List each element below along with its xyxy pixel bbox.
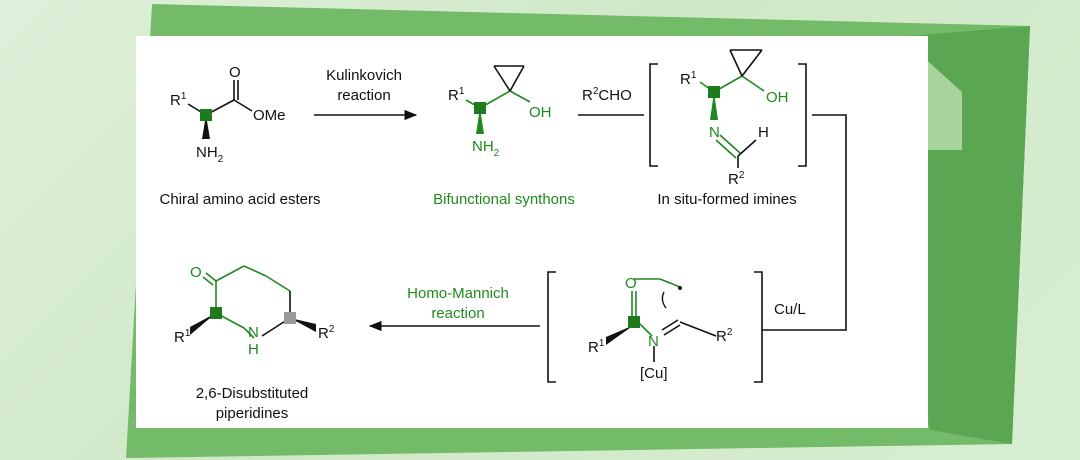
scheme-panel: R1 O OMe NH2 Chiral amino acid esters Ku… bbox=[136, 36, 928, 428]
piperidine-caption-line2: piperidines bbox=[216, 405, 289, 422]
bond bbox=[729, 49, 743, 77]
bond bbox=[679, 321, 717, 337]
bond bbox=[265, 275, 291, 292]
bond bbox=[741, 75, 765, 92]
right-bracket bbox=[798, 63, 807, 167]
imine-caption: In situ-formed imines bbox=[657, 191, 796, 208]
amino-ester-caption: Chiral amino acid esters bbox=[160, 191, 321, 208]
r1-label: R1 bbox=[448, 86, 465, 104]
bond bbox=[661, 319, 679, 331]
stereocenter-marker bbox=[628, 316, 640, 328]
cu-l-label: Cu/L bbox=[774, 301, 806, 318]
bond bbox=[639, 323, 653, 337]
wedge-bond bbox=[190, 313, 216, 335]
bond bbox=[243, 327, 255, 339]
bond bbox=[233, 99, 253, 112]
nh2-label: NH2 bbox=[472, 138, 500, 159]
radical-dot bbox=[678, 286, 682, 290]
oh-label: OH bbox=[766, 89, 789, 106]
carbonyl-o-label: O bbox=[229, 64, 241, 81]
bond bbox=[663, 324, 681, 336]
imine-black-bonds bbox=[729, 49, 763, 168]
bond bbox=[509, 65, 525, 92]
wedge-bond bbox=[290, 318, 316, 332]
imine-n-label: N bbox=[648, 333, 659, 350]
ring-h-label: H bbox=[248, 341, 259, 358]
left-bracket bbox=[649, 63, 658, 167]
synthon-caption: Bifunctional synthons bbox=[433, 191, 575, 208]
aldehyde-h-label: H bbox=[758, 124, 769, 141]
r2-label: R2 bbox=[716, 327, 733, 345]
nh2-label: NH2 bbox=[196, 144, 224, 165]
carbonyl-bond bbox=[202, 276, 214, 286]
bond bbox=[509, 90, 531, 103]
kulinkovich-label-line1: Kulinkovich bbox=[326, 67, 402, 84]
r1-label: R1 bbox=[170, 91, 187, 109]
homo-mannich-label-line2: reaction bbox=[431, 305, 484, 322]
connector-line bbox=[762, 114, 847, 331]
electron-arrow bbox=[661, 291, 667, 309]
oh-label: OH bbox=[529, 104, 552, 121]
r2cho-label: R2CHO bbox=[582, 86, 632, 104]
stereocenter-marker bbox=[708, 86, 720, 98]
right-bracket bbox=[754, 271, 763, 383]
r2-label: R2 bbox=[728, 170, 745, 188]
carbonyl-o-label: O bbox=[190, 264, 202, 281]
bond bbox=[215, 265, 245, 282]
r1-label: R1 bbox=[680, 70, 697, 88]
wedge-bond bbox=[476, 108, 484, 134]
ring-n-label: N bbox=[248, 324, 259, 341]
wedge-bond bbox=[202, 115, 210, 139]
imine-structure bbox=[699, 75, 765, 159]
ome-label: OMe bbox=[253, 107, 286, 124]
stereocenter-marker-gray bbox=[284, 312, 296, 324]
reaction-scheme: R1 O OMe NH2 Chiral amino acid esters Ku… bbox=[160, 49, 847, 422]
cu-label: [Cu] bbox=[640, 365, 668, 382]
stereocenter-marker bbox=[200, 109, 212, 121]
bond bbox=[243, 265, 267, 277]
n-c-bond bbox=[715, 139, 737, 159]
r2-label: R2 bbox=[318, 324, 335, 342]
radical-black-bonds bbox=[653, 319, 717, 362]
piperidine-caption-line1: 2,6-Disubstituted bbox=[196, 385, 309, 402]
bond bbox=[493, 65, 511, 92]
left-bracket bbox=[547, 271, 556, 383]
bond bbox=[659, 278, 681, 288]
homo-mannich-label-line1: Homo-Mannich bbox=[407, 285, 509, 302]
r1-label: R1 bbox=[588, 338, 605, 356]
stereocenter-marker bbox=[210, 307, 222, 319]
stereocenter-marker bbox=[474, 102, 486, 114]
wedge-bond bbox=[710, 92, 718, 120]
r1-label: R1 bbox=[174, 328, 191, 346]
amino-ester-structure bbox=[187, 80, 253, 139]
imine-n-label: N bbox=[709, 124, 720, 141]
carbonyl-o-label: O bbox=[625, 275, 637, 292]
kulinkovich-label-line2: reaction bbox=[337, 87, 390, 104]
carbonyl-bond bbox=[205, 272, 217, 282]
wedge-bond bbox=[606, 325, 634, 345]
cyclopropane-ring bbox=[493, 65, 525, 92]
bond bbox=[741, 49, 763, 77]
n-c-double-bond bbox=[719, 134, 741, 154]
bond bbox=[737, 139, 757, 157]
